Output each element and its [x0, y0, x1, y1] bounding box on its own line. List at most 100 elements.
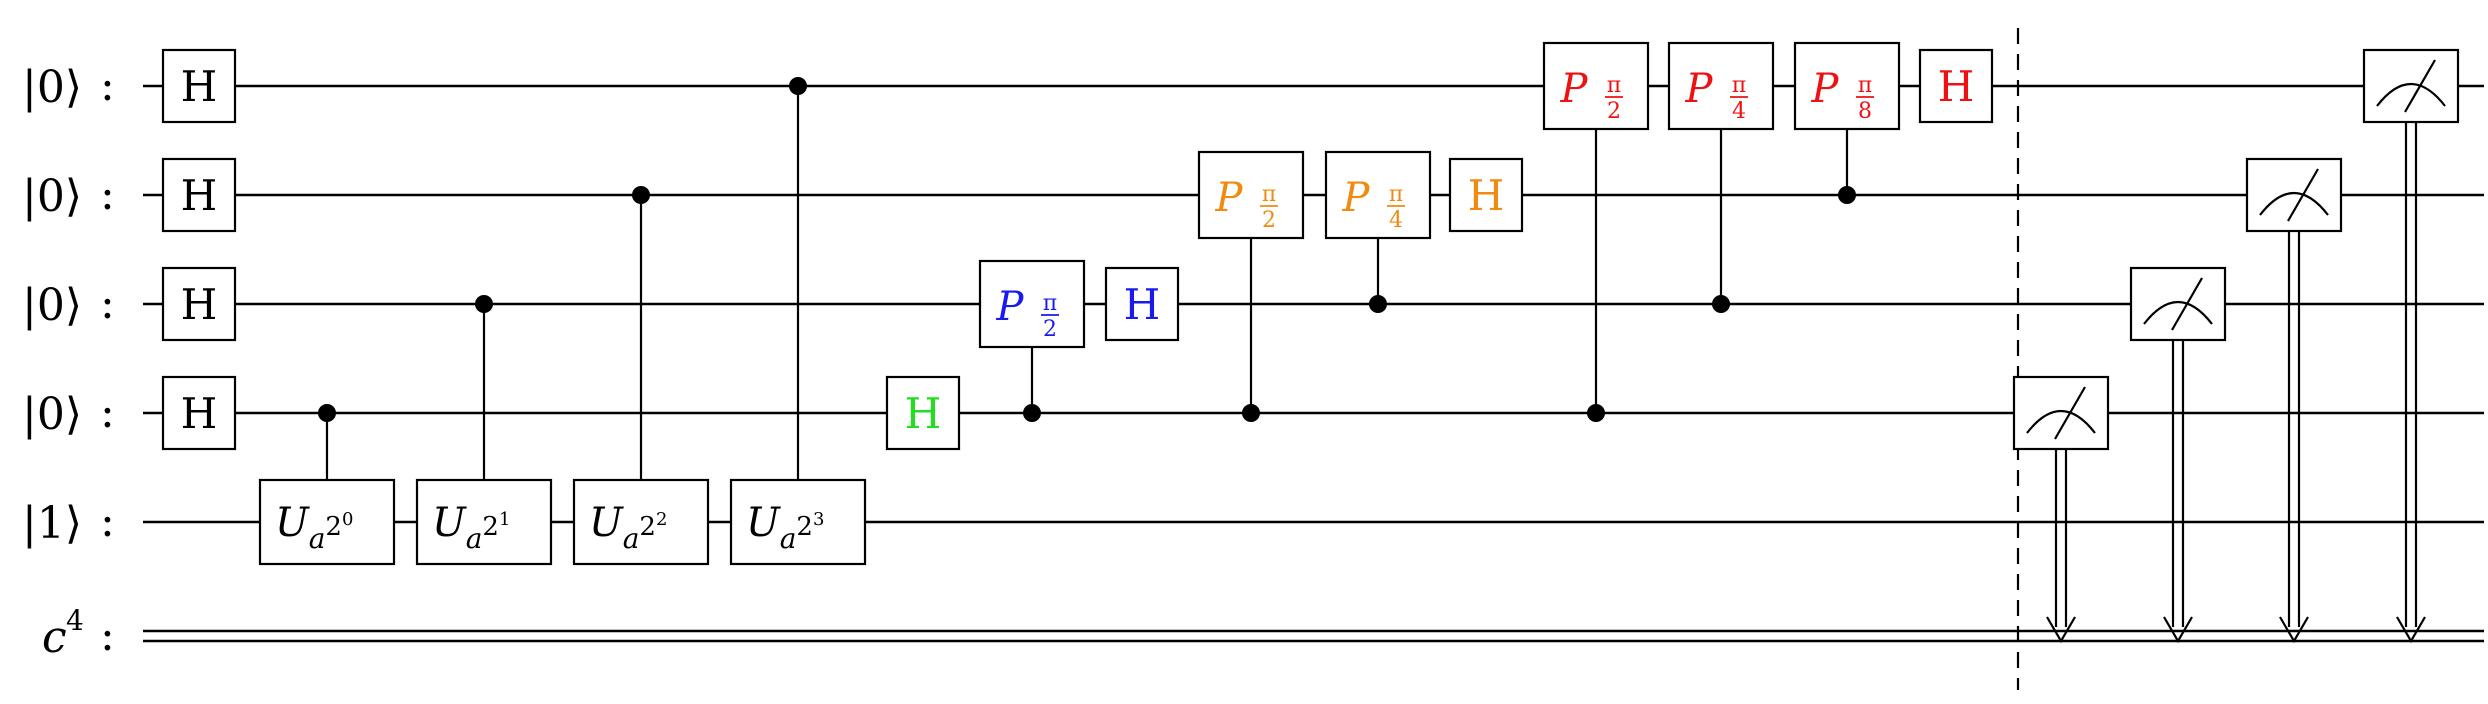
gate-box [2362, 48, 2460, 124]
phase-gate-base: P [1811, 66, 1840, 112]
meter-needle [2404, 59, 2436, 113]
controlled-u-gate: Ua22 [572, 478, 710, 566]
hadamard-gate: H [1104, 266, 1180, 342]
u-gate-label: Ua20 [275, 500, 353, 555]
control-dot [1838, 186, 1856, 204]
hadamard-gate: H [161, 48, 237, 124]
meter-icon [2259, 191, 2329, 216]
qubit-4-colon: : [100, 496, 115, 547]
control-dot [1587, 404, 1605, 422]
meter-icon [2026, 409, 2096, 434]
hadamard-gate: H [161, 375, 237, 451]
phase-gate-denominator: 4 [1732, 99, 1746, 124]
gate-box [1667, 41, 1775, 131]
u-gate-sub: a [466, 522, 483, 555]
u-gate-label: Ua23 [746, 500, 824, 555]
meter-icon [2143, 300, 2213, 325]
gate-box [729, 478, 867, 566]
phase-gate-denominator: 2 [1043, 317, 1057, 342]
u-gate-exp: 0 [342, 509, 353, 530]
hadamard-gate: H [1448, 157, 1524, 233]
qubit-4-ket: |1⟩ [22, 498, 82, 549]
u-gate-exp: 2 [656, 509, 667, 530]
meter-icon [2376, 82, 2446, 107]
phase-gate-numerator: π [1607, 73, 1621, 98]
gate-box [1918, 48, 1994, 124]
phase-gate-denominator: 2 [1607, 99, 1621, 124]
measurement-arrowhead [2396, 616, 2426, 644]
qubit-0-colon: : [100, 60, 115, 111]
u-gate-base: U [746, 500, 781, 546]
u-gate-exp: 3 [813, 509, 824, 530]
u-gate-base: U [589, 500, 624, 546]
hadamard-label: H [1938, 62, 1975, 111]
gate-box [1104, 266, 1180, 342]
phase-gate-base: P [996, 284, 1025, 330]
control-dot [632, 186, 650, 204]
qubit-1-ket: |0⟩ [22, 171, 82, 222]
control-links [325, 86, 2426, 644]
gate-box [258, 478, 396, 566]
u-gate-exp-base: 2 [325, 512, 342, 542]
gate-box [1197, 150, 1305, 240]
hadamard-gate: H [1918, 48, 1994, 124]
gate-box [572, 478, 710, 566]
meter-needle [2287, 168, 2319, 222]
u-gate-exp: 1 [499, 509, 510, 530]
phase-gate-denominator: 2 [1262, 208, 1276, 233]
measurement-arrowhead [2279, 616, 2309, 644]
measurement-arrowhead [2046, 616, 2076, 644]
phase-gate-base: P [1215, 175, 1244, 221]
u-gate-exp-base: 2 [639, 512, 656, 542]
u-gate-label: Ua22 [589, 500, 667, 555]
phase-gate-numerator: π [1389, 182, 1403, 207]
phase-gate-base: P [1685, 66, 1714, 112]
gate-box [2129, 266, 2227, 342]
classical-register-size: 4 [66, 604, 84, 637]
meter-needle [2054, 386, 2086, 440]
hadamard-label: H [1468, 171, 1505, 220]
hadamard-label: H [181, 62, 218, 111]
phase-gate-numerator: π [1043, 291, 1057, 316]
phase-gate-numerator: π [1858, 73, 1872, 98]
u-gate-base: U [275, 500, 310, 546]
gate-box [885, 375, 961, 451]
classical-register-colon: : [100, 610, 115, 661]
hadamard-label: H [905, 389, 942, 438]
u-gate-sub: a [780, 522, 797, 555]
measurement-gate [2245, 157, 2343, 233]
hadamard-label: H [1124, 280, 1161, 329]
phase-gate-denominator: 8 [1858, 99, 1872, 124]
controlled-u-gate: Ua20 [258, 478, 396, 566]
gate-box [978, 259, 1086, 349]
control-dot [789, 77, 807, 95]
control-dot [1369, 295, 1387, 313]
controlled-u-gate: Ua21 [415, 478, 553, 566]
gate-box [161, 266, 237, 342]
hadamard-gate: H [161, 157, 237, 233]
gate-box [1542, 41, 1650, 131]
u-gate-sub: a [309, 522, 326, 555]
measurement-gate [2362, 48, 2460, 124]
gate-box [161, 157, 237, 233]
control-dot [1023, 404, 1041, 422]
gate-box [2012, 375, 2110, 451]
control-dot [318, 404, 336, 422]
phase-gate-base: P [1342, 175, 1371, 221]
phase-gate-base: P [1560, 66, 1589, 112]
meter-needle [2171, 277, 2203, 331]
u-gate-sub: a [623, 522, 640, 555]
qubit-2-ket: |0⟩ [22, 280, 82, 331]
qubit-2-colon: : [100, 278, 115, 329]
hadamard-label: H [181, 280, 218, 329]
gate-box [161, 375, 237, 451]
u-gate-label: Ua21 [432, 500, 510, 555]
phase-gate-numerator: π [1262, 182, 1276, 207]
measurement-gate [2129, 266, 2227, 342]
